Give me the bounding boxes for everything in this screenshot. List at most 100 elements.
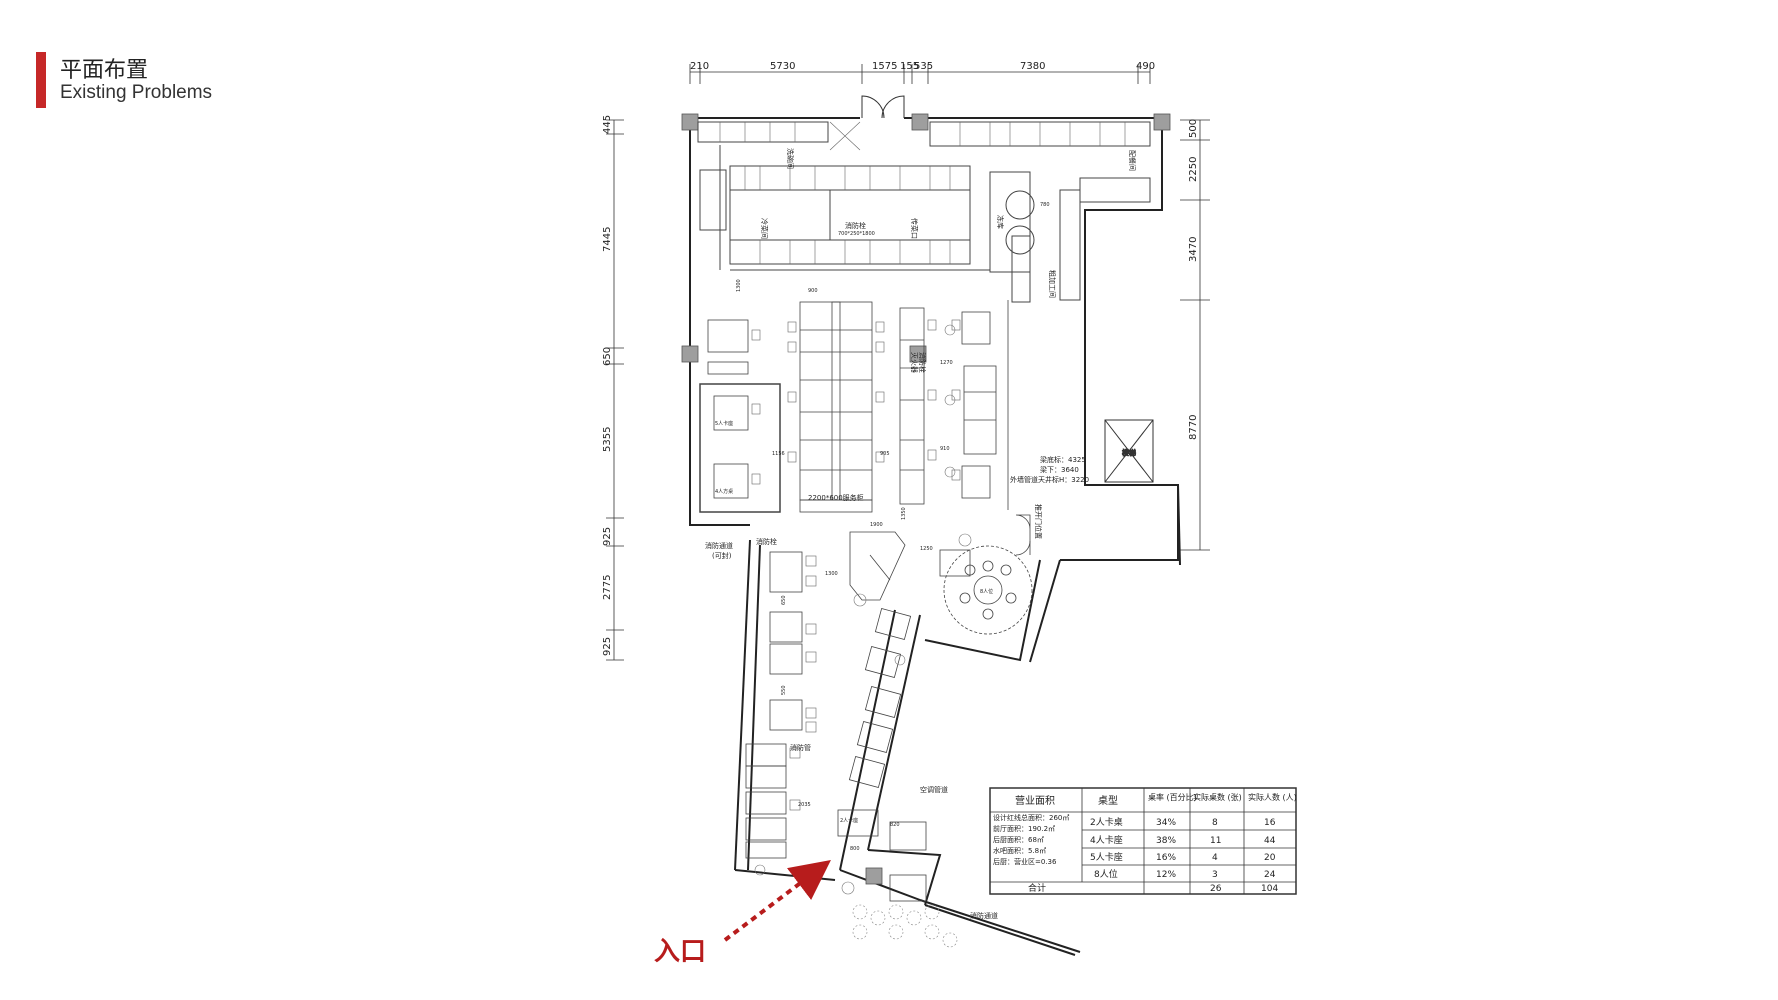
room-label: 700*250*1800 (838, 231, 875, 237)
stats-table-text: 营业面积 桌型 桌率 (百分比) 实际桌数 (张) 实际人数 (人) 设计红线总… (993, 792, 1297, 894)
outer-walls (689, 117, 1181, 956)
table-cell: 合计 (1028, 882, 1046, 894)
note-text: 梁下：3640 (1040, 465, 1079, 474)
dim-label: 650 (602, 347, 613, 366)
room-label: 消防通道 (705, 541, 733, 550)
dim-label: 1156 (772, 451, 785, 457)
seat-label: 8人位 (980, 588, 993, 595)
room-label: 楼梯 (1122, 448, 1136, 457)
note-text: 梁底标：4325 (1040, 455, 1086, 464)
entrance-label: 入口 (654, 937, 706, 967)
round-table-area (939, 514, 1033, 635)
dim-label: 800 (850, 846, 860, 852)
dim-label: 535 (914, 61, 933, 72)
area-line: 设计红线总面积：260㎡ (993, 813, 1069, 822)
room-label: 2200*600服务柜 (808, 493, 864, 502)
left-dimension-labels: 445 7445 650 5355 925 2775 925 (602, 115, 613, 656)
dim-label: 905 (880, 451, 890, 457)
dim-label: 2775 (602, 575, 613, 600)
dim-label: 780 (1040, 202, 1050, 208)
dim-label: 910 (940, 446, 950, 452)
area-line: 后厨面积：68㎡ (993, 835, 1044, 844)
room-label: (可封) (712, 551, 732, 560)
table-header: 桌率 (百分比) (1148, 792, 1197, 802)
room-label: 推开门位置 (1034, 504, 1043, 539)
stair: 楼梯 (1104, 419, 1154, 483)
corridor-labels: 空调管道 2人卡座 消防通道 (840, 785, 998, 920)
table-header: 营业面积 (1015, 794, 1055, 807)
dim-label: 1300 (825, 571, 838, 577)
area-line: 水吧面积：5.8㎡ (993, 846, 1046, 855)
dim-label: 1350 (901, 507, 907, 520)
table-cell: 34% (1156, 818, 1176, 828)
dim-label: 500 (1188, 119, 1199, 138)
room-label: 粗加工间 (1048, 270, 1057, 298)
area-line: 后厨：营业区=0.36 (993, 857, 1057, 866)
room-label: 灭火器 (910, 352, 918, 373)
room-label: 4人方桌 (715, 488, 733, 495)
chairs (751, 319, 961, 485)
table-cell: 104 (1261, 884, 1278, 894)
dim-label: 2035 (798, 802, 811, 808)
dim-label: 8770 (1188, 415, 1199, 440)
dim-label: 925 (602, 527, 613, 546)
dining-tables-left (745, 551, 803, 859)
dim-label: 650 (781, 595, 787, 605)
dim-label: 1250 (920, 546, 933, 552)
table-cell: 3 (1212, 870, 1218, 880)
dim-label: 7445 (602, 227, 613, 252)
room-label: 冷菜间 (760, 218, 769, 239)
room-label: 冻库 (996, 215, 1005, 229)
dim-label: 210 (690, 61, 709, 72)
table-cell: 38% (1156, 836, 1176, 846)
room-label: 消防管 (790, 743, 811, 752)
room-label: 消防栓 (845, 221, 866, 230)
round-table-label: 8人位 (980, 588, 993, 595)
dim-label: 5730 (770, 61, 795, 72)
dim-label: 925 (602, 637, 613, 656)
table-cell: 20 (1264, 853, 1276, 863)
kitchen-cells (719, 121, 1126, 264)
center-labels: 2200*600服务柜 消防栓 灭火器 5人卡座 4人方桌 (715, 352, 927, 502)
service-stand (849, 531, 906, 601)
table-header: 实际桌数 (张) (1193, 792, 1242, 802)
table-cell: 26 (1210, 884, 1222, 894)
top-dimension-line (689, 64, 1151, 84)
table-cell: 4 (1212, 853, 1218, 863)
table-header: 桌型 (1098, 794, 1118, 807)
dim-label: 490 (1136, 61, 1155, 72)
outdoor-seating (852, 904, 958, 948)
entry-doors-top (861, 95, 905, 119)
dim-label: 5355 (602, 427, 613, 452)
ceiling-notes: 梁底标：4325 梁下：3640 外墙管道天井标H：3220 推开门位置 (1010, 455, 1089, 539)
table-cell: 5人卡座 (1090, 851, 1123, 863)
area-line: 前厅面积：190.2㎡ (993, 824, 1055, 833)
table-cell: 16% (1156, 853, 1176, 863)
table-cell: 8人位 (1094, 868, 1118, 880)
table-cell: 12% (1156, 870, 1176, 880)
dining-tables-corridor (837, 608, 927, 902)
dining-tables-center (699, 300, 1009, 513)
dim-label: 445 (602, 115, 613, 134)
table-cell: 4人卡座 (1090, 834, 1123, 846)
table-cell: 44 (1264, 836, 1276, 846)
dim-label: 3470 (1188, 237, 1199, 262)
table-cell: 24 (1264, 870, 1276, 880)
dim-label: 1270 (940, 360, 953, 366)
chairs-left (789, 555, 817, 811)
dim-label: 2250 (1188, 157, 1199, 182)
dim-label: 900 (808, 288, 818, 294)
inner-dimensions: 1300 900 1270 1156 905 910 1900 1350 125… (736, 202, 1050, 852)
right-dimension-labels: 500 2250 3470 8770 (1188, 119, 1199, 440)
room-label: 传菜口 (910, 218, 919, 239)
table-cell: 16 (1264, 818, 1276, 828)
table-cell: 2人卡桌 (1090, 816, 1123, 828)
room-label: 洗碗间 (786, 148, 795, 169)
accent-bar (36, 52, 46, 108)
plants (754, 324, 972, 895)
top-dimension-labels: 210 5730 1575 155 535 7380 490 (690, 61, 1155, 72)
dim-label: 1900 (870, 522, 883, 528)
dim-label: 1300 (736, 279, 742, 292)
left-dimension-line (606, 119, 624, 661)
